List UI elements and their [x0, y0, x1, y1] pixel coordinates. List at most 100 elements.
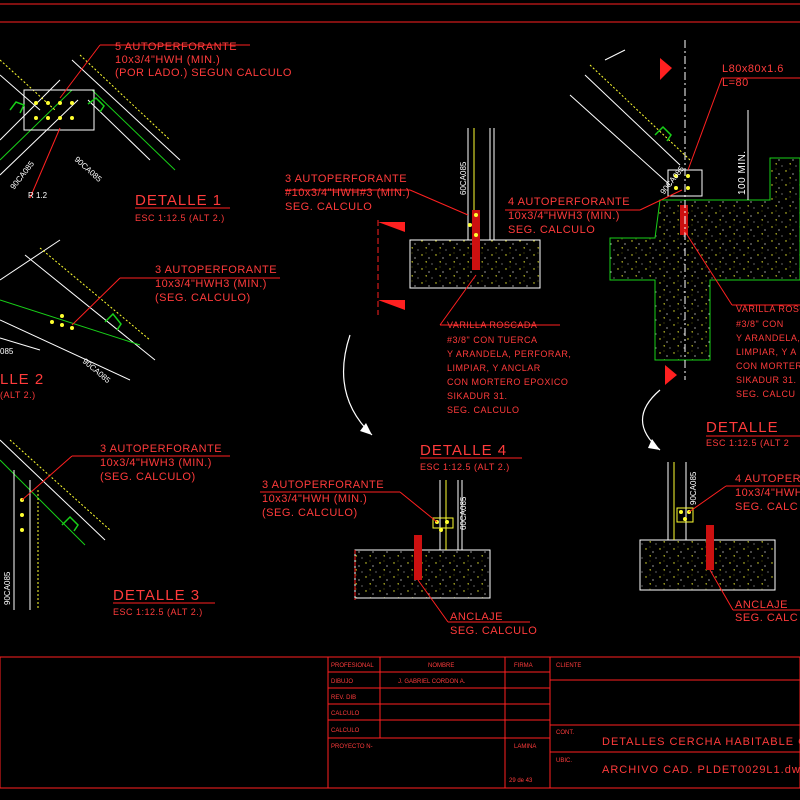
right-top-rod-note-line-6: SIKADUR 31. — [736, 375, 797, 385]
detail-1-truss-left — [0, 59, 79, 176]
detail-1: 5 AUTOPERFORANTE 10x3/4"HWH (MIN.) (POR … — [0, 41, 292, 223]
detail-5-profile: 90CA085 — [689, 471, 698, 505]
center-top-rod-note-line-6: SIKADUR 31. — [447, 391, 508, 401]
center-top-profile: 60CA085 — [459, 161, 468, 195]
detail-2-profile-a: 085 — [0, 347, 14, 356]
detail-1-dim: R 1.2 — [28, 191, 48, 200]
right-top-section-mark-top — [660, 58, 672, 80]
center-top-rod-note-line-2: #3/8" CON TUERCA — [447, 335, 538, 345]
detail-5-anchor-calc: SEG. CALC — [735, 612, 798, 624]
detail-2-note-line-3: (SEG. CALCULO) — [155, 292, 251, 304]
right-top-screws — [674, 174, 690, 190]
center-top-rod-note-line-5: CON MORTERO EPOXICO — [447, 377, 568, 387]
detail-2-note-line-1: 3 AUTOPERFORANTE — [155, 264, 277, 276]
tb-ubic-label: UBIC. — [556, 758, 572, 764]
center-top-note-line-1: 3 AUTOPERFORANTE — [285, 173, 407, 185]
tb-proyecto: PROYECTO N- — [331, 744, 373, 750]
tb-cont-label: CONT. — [556, 730, 574, 736]
detail-2: 3 AUTOPERFORANTE 10x3/4"HWH3 (MIN.) (SEG… — [0, 239, 280, 400]
right-top-rod-note-line-5: CON MORTER — [736, 361, 800, 371]
center-top-section-mark-1 — [378, 222, 405, 232]
detail-1-title: DETALLE 1 — [135, 192, 222, 209]
detail-1-scale: ESC 1:12.5 (ALT 2.) — [135, 213, 225, 223]
tb-col-nombre: NOMBRE — [428, 663, 454, 669]
center-arrow-curve — [343, 334, 373, 436]
center-top-screws — [468, 213, 478, 237]
detail-1-note-line-3: (POR LADO.) SEGUN CALCULO — [115, 67, 292, 79]
center-top-threaded-rod — [472, 210, 480, 270]
detail-4-note-line-2: 10x3/4"HWH (MIN.) — [262, 493, 367, 505]
tb-row-dibujo: DIBUJO — [331, 679, 353, 685]
detail-4-scale: ESC 1:12.5 (ALT 2.) — [420, 462, 510, 472]
detail-4-anchor-rod — [414, 535, 422, 580]
detail-3-note-line-2: 10x3/4"HWH3 (MIN.) — [100, 457, 212, 469]
detail-1-profile-b: 90CA085 — [73, 155, 104, 184]
detail-4-anchor-label: ANCLAJE — [450, 611, 503, 623]
tb-dibujo-name: J. GABRIEL CORDON A. — [398, 679, 466, 685]
detail-2-truss — [0, 239, 156, 381]
detail-4-note-line-1: 3 AUTOPERFORANTE — [262, 479, 384, 491]
detail-1-profile-a: 90CA085 — [8, 159, 36, 191]
detail-2-screws — [50, 314, 74, 330]
right-arrow-head — [648, 439, 660, 450]
detail-1-c-profile-right — [87, 97, 105, 113]
center-top-note-line-3: SEG. CALCULO — [285, 201, 372, 213]
detail-5-title: DETALLE — [706, 419, 779, 436]
detail-2-note-line-2: 10x3/4"HWH3 (MIN.) — [155, 278, 267, 290]
center-top-rod-note-line-3: Y ARANDELA, PERFORAR, — [447, 349, 571, 359]
detail-3-note-line-3: (SEG. CALCULO) — [100, 471, 196, 483]
right-top-concrete-beam — [609, 157, 800, 361]
detail-1-leader — [59, 44, 101, 99]
center-top-rod-note-line-4: LIMPIAR, Y ANCLAR — [447, 363, 541, 373]
detail-5-anchor-rod — [706, 525, 714, 570]
center-arrow-head — [360, 423, 372, 435]
detail-5: DETALLE ESC 1:12.5 (ALT 2 4 AUTOPERF 10x… — [639, 419, 800, 624]
title-block: PROFESIONAL NOMBRE FIRMA CLIENTE DIBUJO … — [0, 656, 800, 789]
detail-4-profile: 60CA085 — [459, 496, 468, 530]
drawing-frame — [0, 3, 800, 789]
detail-3-profile-a: 90CA085 — [3, 571, 12, 605]
center-top-rod-note-line-7: SEG. CALCULO — [447, 405, 520, 415]
detail-2-scale: (ALT 2.) — [0, 390, 36, 400]
right-top-rod-note-line-2: #3/8" CON — [736, 319, 784, 329]
detail-3-screws — [20, 498, 24, 532]
detail-5-anchor-label: ANCLAJE — [735, 599, 788, 611]
detail-1-gusset-plate — [23, 89, 95, 131]
detail-3-scale: ESC 1:12.5 (ALT 2.) — [113, 607, 203, 617]
right-top-note-line-1: 4 AUTOPERFORANTE — [508, 196, 630, 208]
tb-drawing-title: DETALLES CERCHA HABITABLE CO — [602, 736, 800, 748]
detail-1-note-line-1: 5 AUTOPERFORANTE — [115, 41, 237, 53]
center-top-rod-note-line-1: VARILLA ROSCADA — [447, 320, 537, 330]
detail-5-bracket — [676, 507, 694, 523]
center-top-section-mark-2 — [378, 300, 405, 310]
detail-2-title: LLE 2 — [0, 371, 44, 388]
detail-4-bracket — [432, 517, 454, 529]
right-top-c-profile — [654, 125, 672, 142]
detail-2-leader — [71, 277, 121, 326]
right-top-section-mark-bottom — [665, 365, 677, 385]
tb-col-cliente: CLIENTE — [556, 663, 581, 669]
detail-2-c-profile — [104, 312, 122, 331]
detail-1-screws — [34, 101, 74, 120]
right-top-rod-note-line-3: Y ARANDELA, — [736, 333, 800, 343]
detail-5-note-line-3: SEG. CALC — [735, 501, 798, 513]
tb-row-calculo-2: CALCULO — [331, 728, 360, 734]
detail-1-truss-right — [71, 54, 181, 171]
right-top-dim: 100 MIN. — [737, 150, 748, 195]
detail-3-note-line-1: 3 AUTOPERFORANTE — [100, 443, 222, 455]
tb-lamina-value: 29 de 43 — [509, 778, 533, 784]
detail-4-anchor-calc: SEG. CALCULO — [450, 625, 537, 637]
tb-file-name: ARCHIVO CAD. PLDET0029L1.dwg — [602, 764, 800, 776]
tb-col-firma: FIRMA — [514, 663, 533, 669]
detail-right-top: L80x80x1.6 L=80 100 MIN. 4 AUTOPERFORANT… — [505, 40, 800, 451]
right-top-angle-length: L=80 — [722, 77, 749, 89]
detail-center-top: 3 AUTOPERFORANTE #10x3/4"HWH#3 (MIN.) SE… — [285, 128, 571, 436]
detail-3-leader — [21, 455, 73, 501]
detail-3: 3 AUTOPERFORANTE 10x3/4"HWH3 (MIN.) (SEG… — [0, 439, 230, 617]
right-top-note-line-3: SEG. CALCULO — [508, 224, 595, 236]
detail-5-note-line-1: 4 AUTOPERF — [735, 473, 800, 485]
right-top-angle-label: L80x80x1.6 — [722, 63, 784, 75]
detail-3-title: DETALLE 3 — [113, 587, 200, 604]
detail-4: DETALLE 4 ESC 1:12.5 (ALT 2.) 3 AUTOPERF… — [260, 442, 537, 637]
